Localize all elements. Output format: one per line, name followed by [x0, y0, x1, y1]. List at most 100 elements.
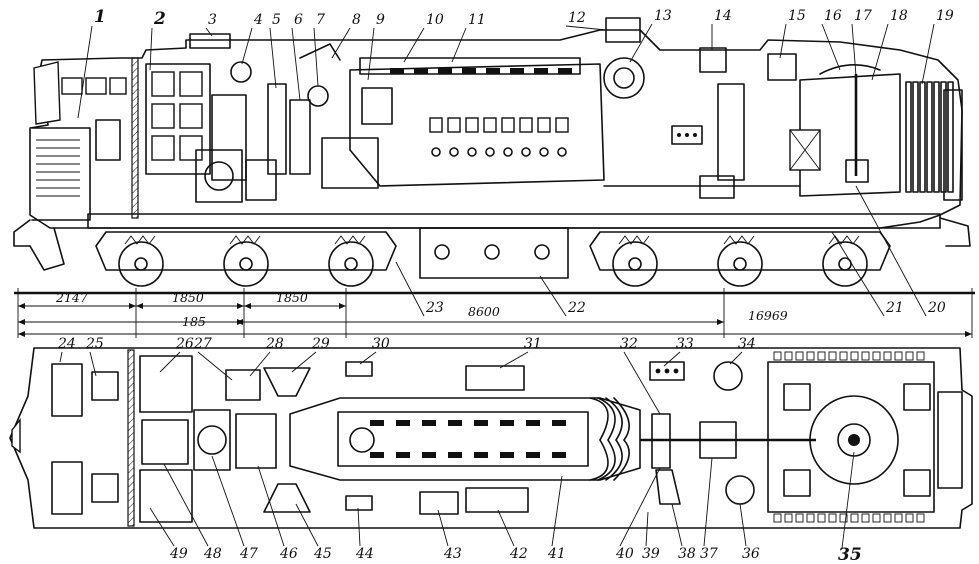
plan-engine-block: [337, 411, 589, 467]
cylinder-head: [414, 68, 428, 74]
crankcase-door: [555, 117, 569, 133]
injector-port: [431, 147, 441, 157]
injector-port: [539, 147, 549, 157]
crankcase-door: [537, 117, 551, 133]
dimension-label: 8600: [468, 304, 500, 319]
cylinder-head: [534, 68, 548, 74]
plan-cylinder-mark: [422, 420, 436, 426]
callout-label: 34: [738, 336, 756, 352]
fan-hub: [837, 423, 871, 457]
plan-cylinder-mark: [448, 420, 462, 426]
bogie-spring: [124, 235, 156, 245]
callout-label: 27: [193, 336, 212, 352]
callout-leader: [367, 27, 375, 81]
dimension-arrow: [339, 303, 346, 309]
callout-leader: [499, 351, 529, 369]
radiator-tube-top: [806, 351, 815, 361]
axle-box: [134, 257, 148, 271]
callout-label: 12: [568, 10, 586, 26]
callout-leader: [295, 503, 319, 547]
electrical-cabinet: [145, 63, 211, 175]
radiator-tube-top: [828, 351, 837, 361]
axle-box: [628, 257, 642, 271]
rear-cab-frame: [943, 89, 963, 201]
radiator-tube-bottom: [883, 513, 892, 523]
callout-leader: [871, 23, 889, 81]
exciter: [245, 159, 277, 201]
auxiliary-cabinet: [211, 94, 247, 181]
callout-label: 17: [854, 8, 872, 24]
dimension-label: 2147: [55, 290, 88, 305]
front-coupler: [13, 219, 31, 247]
dimension-arrow: [136, 303, 143, 309]
callout-label: 38: [678, 546, 696, 562]
injector-port: [503, 147, 513, 157]
water-tank: [767, 53, 797, 81]
bogie-spring: [618, 235, 650, 245]
coupling-disc: [197, 425, 227, 455]
radiator-tube-bottom: [806, 513, 815, 523]
cab-front-panel: [31, 127, 91, 221]
cooling-fan: [809, 395, 899, 485]
cabinet-panel: [179, 135, 203, 161]
radiator-section: [912, 81, 919, 193]
plan-cooling-chamber: [767, 361, 935, 513]
injector-port: [467, 147, 477, 157]
plan-control-block: [649, 361, 685, 381]
plan-view: [9, 347, 973, 529]
plan-cylinder-mark: [474, 452, 488, 458]
callout-label: 24: [57, 336, 76, 352]
bogie-spring: [828, 235, 860, 245]
callout-label: 49: [169, 546, 188, 562]
cabinet-panel: [151, 71, 175, 97]
auxiliary-generator: [235, 413, 277, 469]
callout-leader: [197, 351, 233, 381]
callout-leader: [841, 451, 855, 549]
turbocharger-core: [613, 67, 635, 89]
radiator-tube-bottom: [850, 513, 859, 523]
callout-leader: [851, 23, 857, 77]
radiator-tube-top: [795, 351, 804, 361]
plan-diesel-engine: [289, 397, 641, 481]
diesel-engine: [349, 63, 605, 187]
exhaust-manifold: [605, 397, 623, 441]
gauge: [685, 133, 689, 137]
exhaust-manifold: [613, 397, 630, 441]
air-compressor: [717, 83, 745, 181]
fan-gearbox: [845, 159, 869, 183]
bogie-spring: [229, 235, 261, 245]
plan-cylinder-mark: [552, 452, 566, 458]
cab-side-window: [85, 77, 107, 95]
plan-cylinder-mark: [500, 452, 514, 458]
callout-leader: [497, 509, 515, 547]
exhaust-manifold: [605, 439, 623, 481]
plan-cylinder-mark: [526, 452, 540, 458]
plan-fuel-pump: [345, 361, 373, 377]
callout-label: 47: [239, 546, 258, 562]
callout-leader: [451, 27, 467, 63]
tank-port: [434, 244, 450, 260]
generator-rotor: [204, 161, 234, 191]
radiator-tube-bottom: [784, 513, 793, 523]
driver-seat: [91, 371, 119, 401]
dimension-label: 1850: [172, 290, 204, 305]
wheel: [822, 241, 868, 287]
radiator-tube-top: [916, 351, 925, 361]
pilot-plow: [29, 227, 65, 271]
crankcase-door: [519, 117, 533, 133]
exhaust-manifold: [597, 439, 616, 481]
cab-bulkhead: [131, 57, 139, 219]
radiator-tube-bottom: [916, 513, 925, 523]
dimension-arrow: [18, 319, 25, 325]
radiator-tube-top: [872, 351, 881, 361]
callout-leader: [921, 23, 935, 85]
plan-fan-unit: [225, 369, 261, 401]
plan-cylinder-mark: [526, 420, 540, 426]
callout-label: 48: [203, 546, 222, 562]
plan-flywheel: [349, 427, 375, 453]
callout-label: 14: [714, 8, 732, 24]
radiator-tube-top: [784, 351, 793, 361]
callout-label: 4: [253, 12, 263, 28]
plan-air-duct: [465, 365, 525, 391]
fuel-tank: [419, 227, 569, 279]
